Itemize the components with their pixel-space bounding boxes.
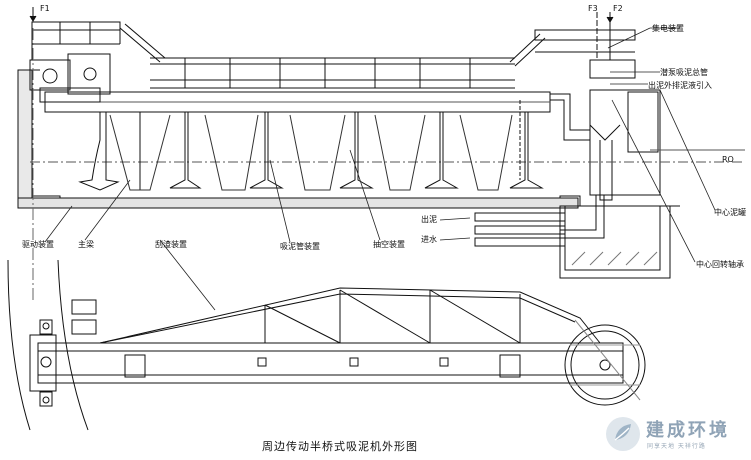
logo-tagline: 同享天地 天祥行路 — [647, 443, 706, 450]
logo-name: 建成环境 — [646, 420, 730, 441]
label-main-beam: 主梁 — [78, 240, 94, 249]
label-scraper: 刮渣装置 — [155, 240, 187, 249]
plan-view — [7, 259, 646, 431]
label-collector: 集电装置 — [652, 24, 684, 33]
f3-marker: F3 — [588, 4, 598, 13]
label-skimmer: 抽空装置 — [373, 240, 405, 249]
company-logo: 建成环境 同享天地 天祥行路 — [603, 414, 749, 458]
bridge-elevation — [29, 7, 745, 300]
label-water-in: 进水 — [421, 235, 437, 244]
label-sludge-out: 出泥 — [421, 215, 437, 224]
label-center-rotary: 中心回转轴承 — [696, 260, 744, 269]
label-bridge-pipe: 潜泵吸泥总管 — [660, 68, 708, 77]
label-drive: 驱动装置 — [22, 240, 54, 249]
basin-section — [17, 69, 745, 279]
label-outer-pipe: 出泥外排泥液引入 — [648, 81, 712, 90]
label-suction-pipe: 吸泥管装置 — [280, 242, 320, 251]
f2-marker: F2 — [613, 4, 623, 13]
f1-marker: F1 — [40, 4, 50, 13]
ro-marker: RO — [722, 155, 734, 164]
label-center-well: 中心泥罐 — [714, 208, 746, 217]
leader-lines — [44, 27, 716, 311]
leaf-logo-icon — [606, 417, 640, 451]
drawing-caption: 周边传动半桥式吸泥机外形图 — [262, 440, 418, 453]
